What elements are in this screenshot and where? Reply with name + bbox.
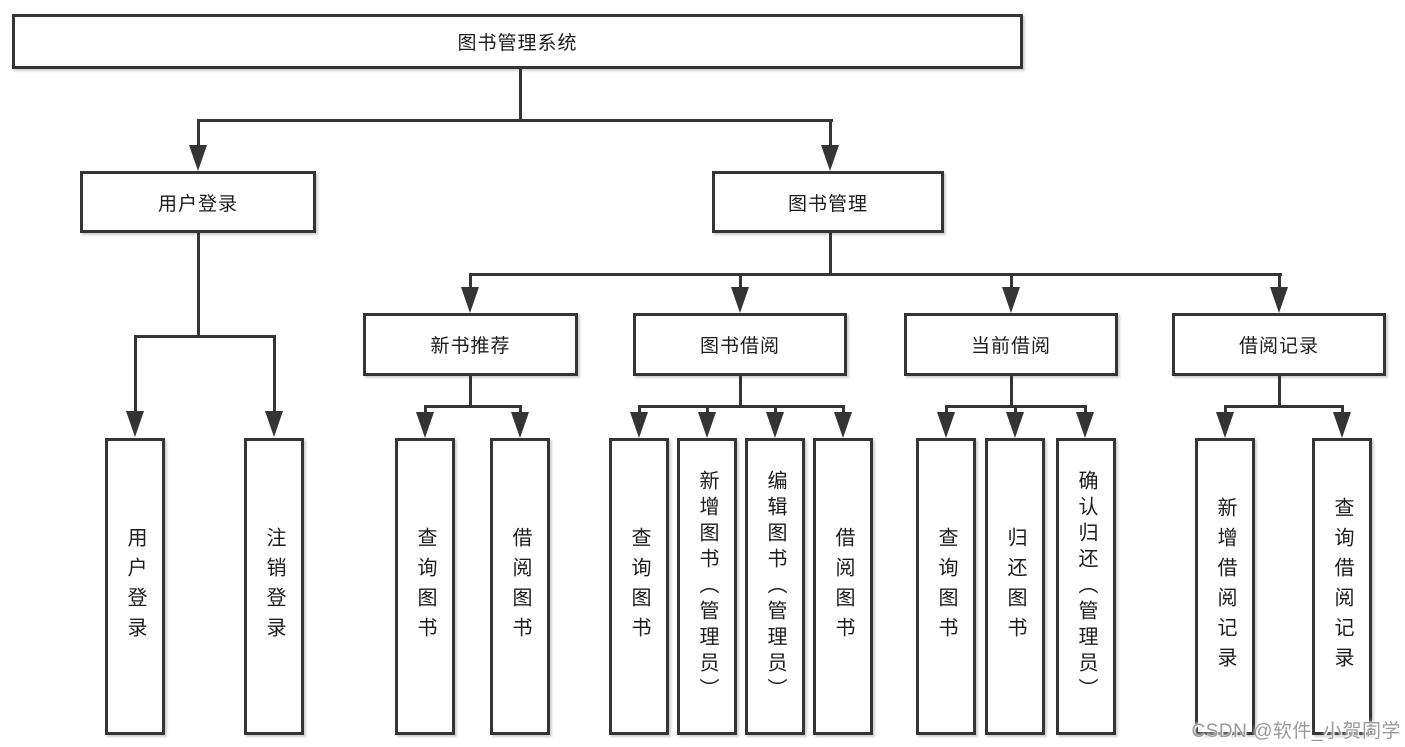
- arrowhead-leaf-logout: [265, 411, 283, 437]
- node-root-label: 图书管理系统: [457, 33, 578, 54]
- leaf-edit-book-admin-label: 编辑图书（管理员）: [764, 469, 786, 704]
- arrowhead-leaf-query-borrowing: [630, 412, 648, 438]
- connector-leaf-drop: [1014, 405, 1017, 414]
- leaf-borrow-book-borrowing-label: 借阅图书: [832, 526, 854, 647]
- node-user-login-label: 用户登录: [157, 193, 238, 215]
- arrowhead-records: [1270, 287, 1288, 313]
- leaf-query-book-current: 查询图书: [916, 438, 976, 735]
- node-borrowing-label: 图书借阅: [699, 336, 780, 357]
- leaf-add-book-admin: 新增图书（管理员）: [677, 438, 737, 735]
- connector-borrowing-bar: [638, 405, 845, 408]
- arrowhead-leaf-borrow-newbooks: [511, 412, 529, 438]
- connector-leaf-drop: [945, 405, 948, 414]
- leaf-query-book-borrowing: 查询图书: [609, 438, 669, 735]
- connector-leaf-drop: [842, 405, 845, 414]
- leaf-logout: 注销登录: [244, 438, 304, 735]
- arrowhead-book-mgmt: [821, 145, 839, 171]
- arrowhead-leaf-query-record: [1333, 412, 1351, 438]
- connector-current-drop: [1010, 273, 1013, 290]
- connector-new-books-stem: [469, 376, 472, 407]
- connector-leaf-drop: [424, 405, 427, 414]
- leaf-query-book-current-label: 查询图书: [935, 526, 957, 647]
- arrowhead-leaf-confirm-return: [1076, 412, 1094, 438]
- arrowhead-current: [1002, 287, 1020, 313]
- arrowhead-leaf-query-newbooks: [416, 412, 434, 438]
- node-book-mgmt-label: 图书管理: [787, 193, 868, 215]
- leaf-query-borrow-record: 查询借阅记录: [1312, 438, 1372, 735]
- node-user-login: 用户登录: [80, 171, 316, 233]
- connector-leaf-drop: [1341, 405, 1344, 414]
- connector-leaf-drop: [1084, 405, 1087, 414]
- node-book-mgmt: 图书管理: [712, 171, 944, 233]
- leaf-confirm-return-admin-label: 确认归还（管理员）: [1075, 469, 1097, 704]
- arrowhead-leaf-query-current: [937, 412, 955, 438]
- node-current-borrow: 当前借阅: [904, 313, 1118, 376]
- leaf-add-book-admin-label: 新增图书（管理员）: [696, 469, 718, 704]
- connector-leaf-drop: [774, 405, 777, 414]
- arrowhead-leaf-edit-book: [766, 412, 784, 438]
- leaf-query-book-borrowing-label: 查询图书: [628, 526, 650, 647]
- arrowhead-leaf-add-record: [1216, 412, 1234, 438]
- leaf-borrow-book-newbooks-label: 借阅图书: [509, 526, 531, 647]
- node-borrow-records: 借阅记录: [1172, 313, 1386, 376]
- leaf-query-book-newbooks-label: 查询图书: [414, 526, 436, 647]
- arrowhead-borrowing: [731, 287, 749, 313]
- leaf-user-login-label: 用户登录: [124, 526, 146, 647]
- leaf-borrow-book-borrowing: 借阅图书: [813, 438, 873, 735]
- connector-user-login-drop: [197, 119, 200, 147]
- arrowhead-leaf-return-book: [1006, 412, 1024, 438]
- leaf-edit-book-admin: 编辑图书（管理员）: [745, 438, 805, 735]
- csdn-watermark: CSDN @软件_小贺同学: [1191, 721, 1401, 742]
- connector-borrowing-stem: [739, 376, 742, 407]
- leaf-confirm-return-admin: 确认归还（管理员）: [1056, 438, 1116, 735]
- leaf-query-borrow-record-label: 查询借阅记录: [1331, 496, 1353, 677]
- connector-leaf-drop: [706, 405, 709, 414]
- connector-current-stem: [1010, 376, 1013, 407]
- arrowhead-new-books: [461, 287, 479, 313]
- connector-leaf-drop: [638, 405, 641, 414]
- leaf-return-book-label: 归还图书: [1004, 526, 1026, 647]
- node-new-books-label: 新书推荐: [430, 336, 511, 357]
- connector-leaf-drop: [519, 405, 522, 414]
- leaf-return-book: 归还图书: [985, 438, 1045, 735]
- connector-new-books-drop: [469, 273, 472, 290]
- leaf-add-borrow-record: 新增借阅记录: [1195, 438, 1255, 735]
- connector-records-drop: [1278, 273, 1281, 290]
- node-borrowing: 图书借阅: [633, 313, 847, 376]
- node-root: 图书管理系统: [12, 14, 1023, 69]
- connector-level2-bar: [197, 119, 833, 122]
- connector-user-login-stem: [197, 233, 200, 337]
- arrowhead-leaf-add-book: [698, 412, 716, 438]
- connector-user-login-bar: [134, 335, 276, 338]
- arrowhead-leaf-borrow-borrowing: [834, 412, 852, 438]
- connector-records-stem: [1278, 376, 1281, 407]
- node-new-books: 新书推荐: [363, 313, 578, 376]
- connector-new-books-bar: [424, 405, 521, 408]
- connector-records-bar: [1224, 405, 1344, 408]
- arrowhead-user-login: [189, 145, 207, 171]
- arrowhead-leaf-login: [126, 411, 144, 437]
- leaf-user-login: 用户登录: [105, 438, 165, 735]
- node-borrow-records-label: 借阅记录: [1238, 336, 1319, 357]
- leaf-query-book-newbooks: 查询图书: [395, 438, 455, 735]
- connector-leaf-drop: [1224, 405, 1227, 414]
- connector-leaf-logout-drop: [273, 335, 276, 412]
- connector-book-mgmt-stem: [829, 233, 832, 275]
- leaf-logout-label: 注销登录: [263, 526, 285, 647]
- connector-book-mgmt-drop: [829, 119, 832, 147]
- leaf-borrow-book-newbooks: 借阅图书: [490, 438, 550, 735]
- connector-leaf-login-drop: [134, 335, 137, 412]
- connector-root-stem: [519, 69, 522, 121]
- node-current-borrow-label: 当前借阅: [970, 336, 1051, 357]
- connector-level3-bar: [469, 273, 1282, 276]
- connector-borrowing-drop: [739, 273, 742, 290]
- leaf-add-borrow-record-label: 新增借阅记录: [1214, 496, 1236, 677]
